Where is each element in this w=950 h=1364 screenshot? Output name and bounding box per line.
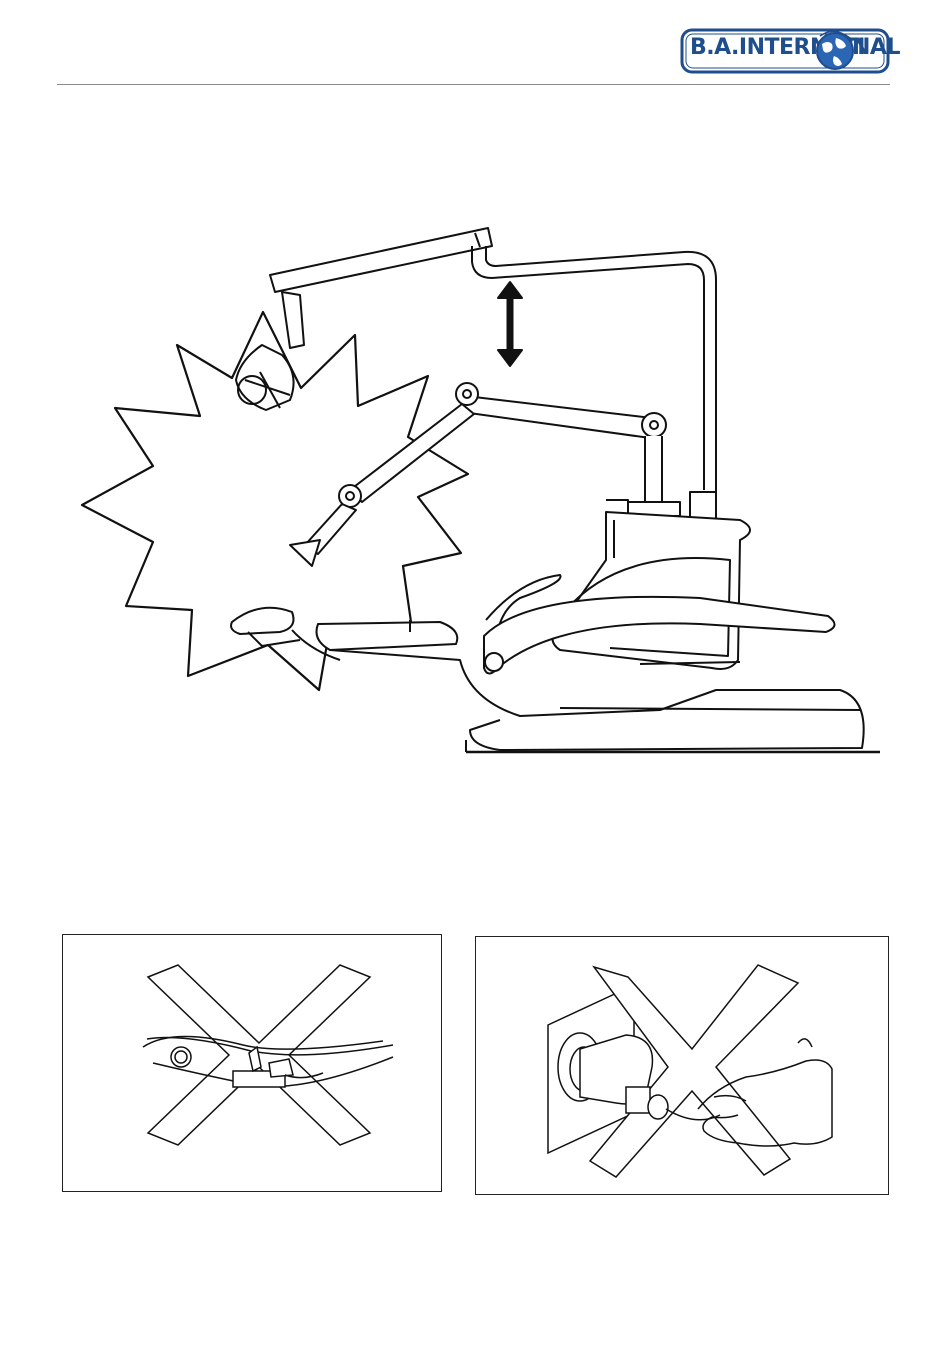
plug-pull-crossed-out-icon [476,937,887,1193]
double-arrow-icon [498,282,522,366]
panel-right [475,936,889,1195]
cable-crossed-out-icon [63,935,440,1190]
panel-left [62,934,442,1192]
dental-chair-illustration [0,0,950,780]
